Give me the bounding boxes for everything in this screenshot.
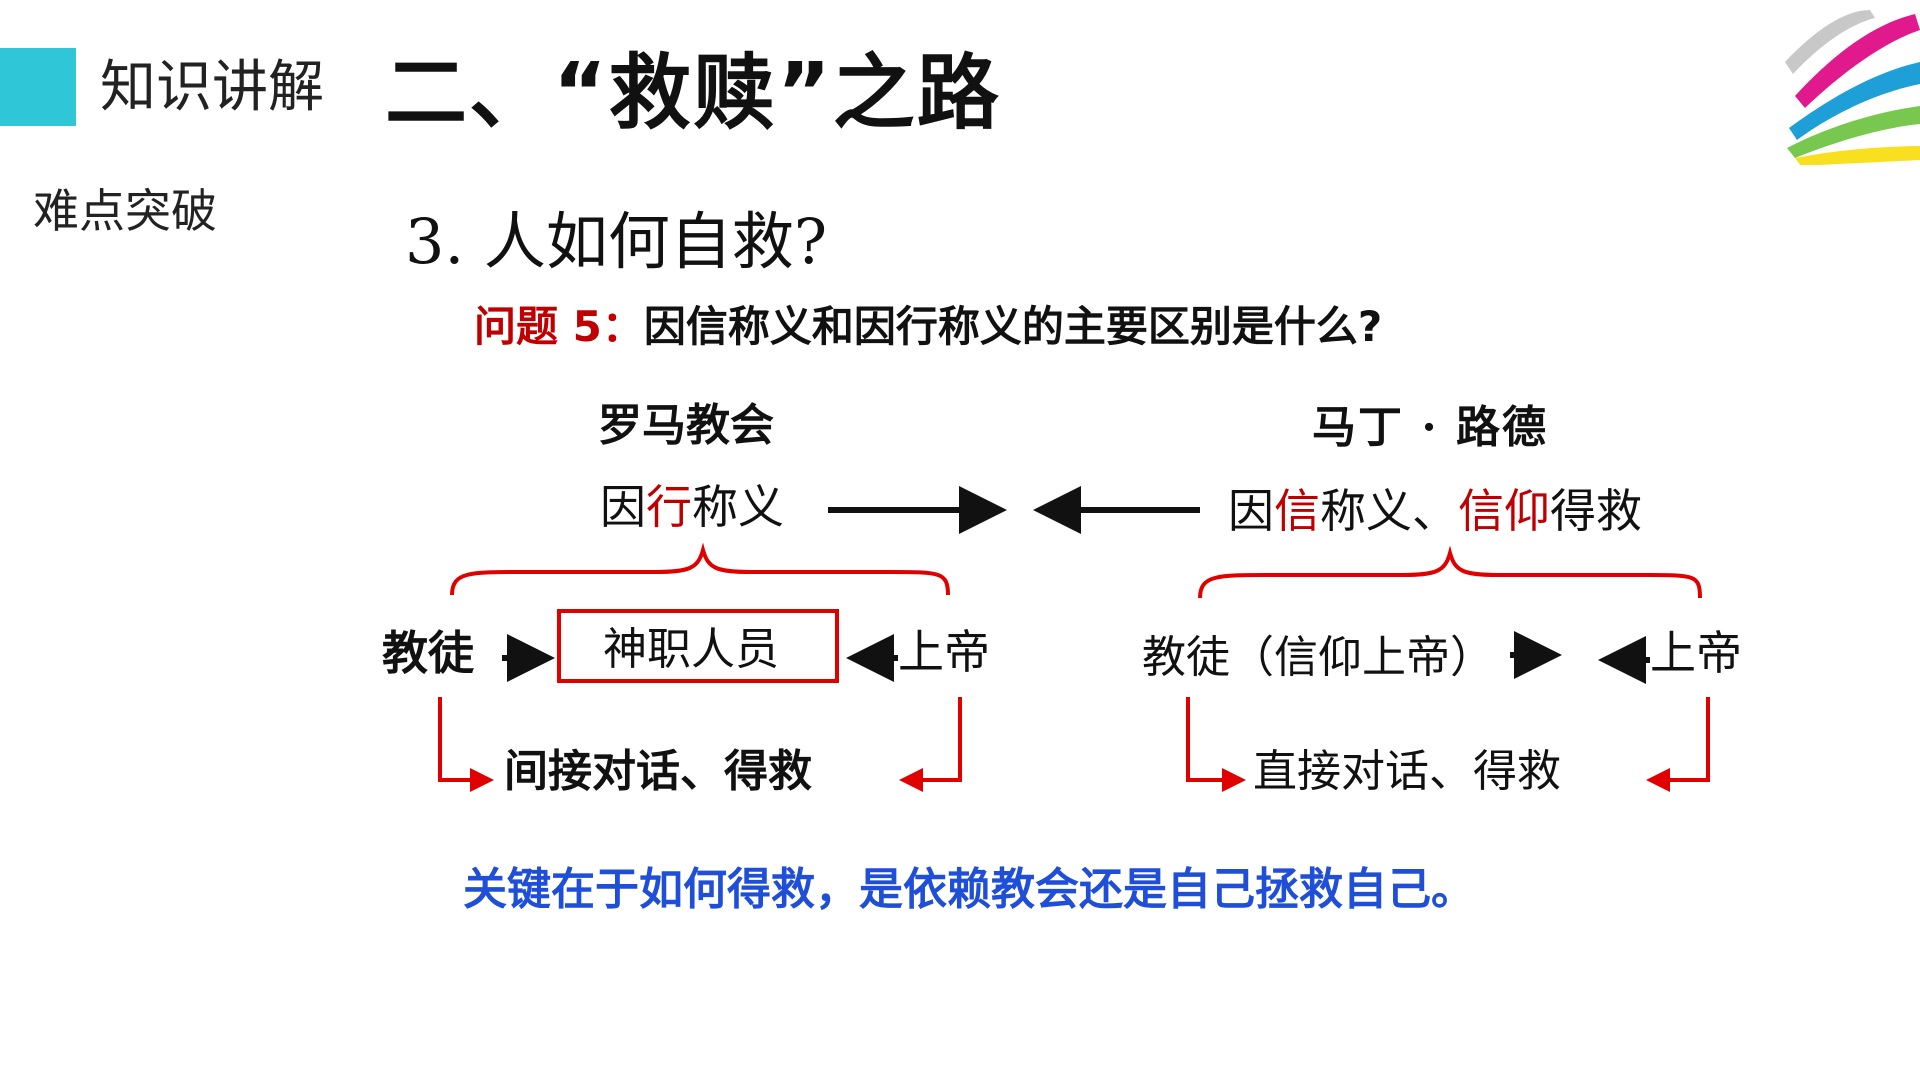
roman-church-title: 罗马教会 — [598, 400, 774, 451]
accent-square — [0, 48, 76, 126]
right-believer-label: 教徒（信仰上帝） — [1142, 632, 1494, 683]
doctrine-segment: 因 — [1228, 484, 1274, 538]
right-god-label: 上帝 — [1650, 626, 1742, 680]
conclusion-text: 关键在于如何得救，是依赖教会还是自己拯救自己。 — [463, 864, 1475, 915]
justification-by-faith: 因信称义、信仰得救 — [1228, 484, 1642, 538]
subsection-label: 难点突破 — [33, 184, 217, 238]
question-label: 问题 5： — [474, 302, 644, 351]
question: 问题 5：因信称义和因行称义的主要区别是什么? — [474, 302, 1382, 352]
doctrine-segment: 因 — [600, 480, 646, 534]
sub-heading: 3. 人如何自救? — [405, 205, 828, 278]
luther-title: 马丁 · 路德 — [1312, 402, 1548, 453]
flow-line-left-god — [899, 697, 962, 792]
left-believer-label: 教徒 — [382, 626, 474, 680]
direct-dialogue-label: 直接对话、得救 — [1253, 746, 1561, 797]
flow-line-left-believer — [438, 697, 494, 792]
left-brace — [450, 542, 950, 596]
slide-title: 二、“救赎”之路 — [385, 46, 1001, 141]
right-brace — [1198, 545, 1702, 599]
question-text: 因信称义和因行称义的主要区别是什么? — [643, 302, 1383, 351]
flow-line-right-god — [1646, 697, 1710, 792]
doctrine-segment: 称义、 — [1320, 484, 1458, 538]
doctrine-segment-highlight: 行 — [646, 480, 692, 534]
doctrine-segment: 得救 — [1550, 484, 1642, 538]
doctrine-segment-highlight: 信仰 — [1458, 484, 1550, 538]
doctrine-segment-highlight: 信 — [1274, 484, 1320, 538]
clergy-label: 神职人员 — [603, 624, 779, 675]
indirect-dialogue-label: 间接对话、得救 — [504, 746, 812, 797]
clergy-box — [557, 609, 839, 683]
section-label: 知识讲解 — [100, 55, 324, 120]
doctrine-segment: 称义 — [692, 480, 784, 534]
justification-by-works: 因行称义 — [600, 480, 784, 534]
flow-line-right-believer — [1186, 697, 1246, 792]
brush-stroke-logo — [1785, 10, 1920, 165]
left-god-label: 上帝 — [898, 625, 990, 679]
